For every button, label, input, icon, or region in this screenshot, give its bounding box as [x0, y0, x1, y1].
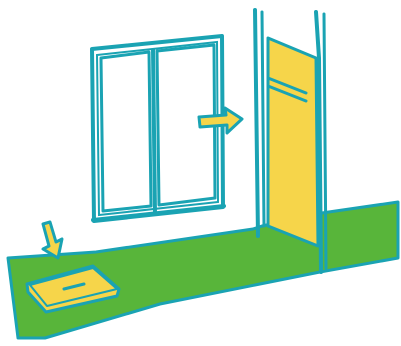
window-mullion [153, 49, 155, 214]
window-left-pane [101, 52, 151, 211]
door-frame [255, 10, 264, 236]
door-edge-inner [324, 14, 326, 268]
window [92, 36, 224, 221]
door-frame-left-post [255, 10, 258, 236]
floor [8, 202, 398, 338]
arrow-down-icon [43, 222, 62, 258]
door-panel [268, 38, 318, 246]
door-frame-left-post-inner [262, 12, 264, 226]
